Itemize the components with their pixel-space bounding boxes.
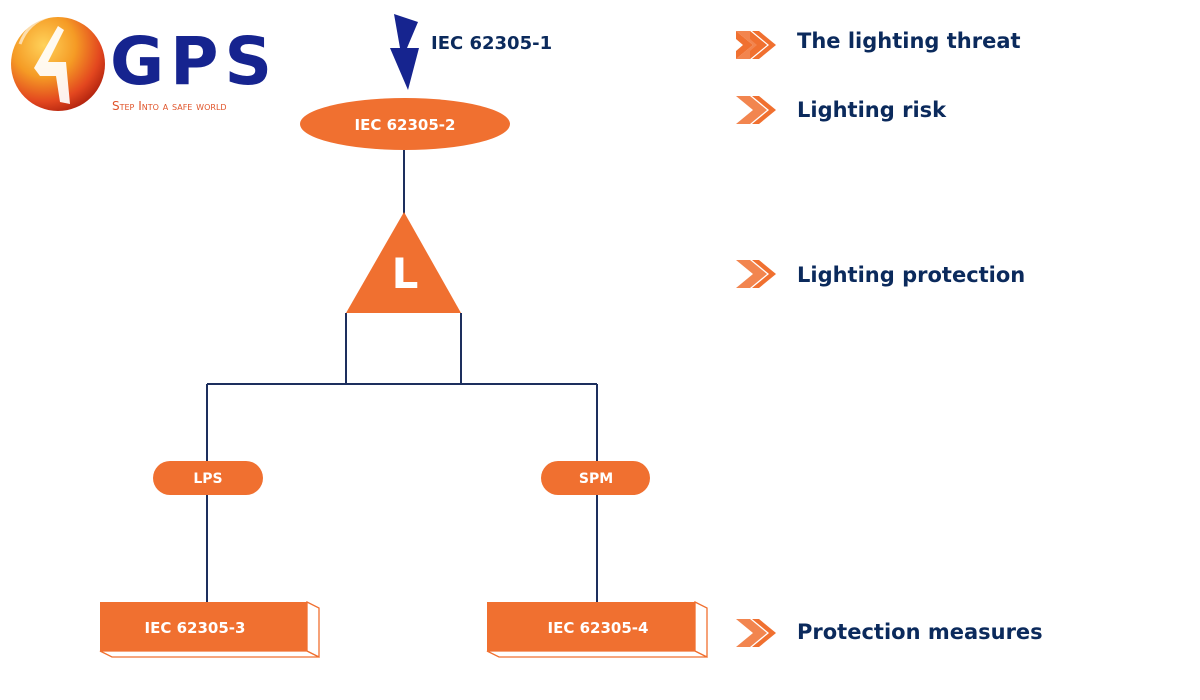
legend-label: The lighting threat — [797, 29, 1021, 53]
lps-node: LPS — [153, 461, 263, 495]
legend-item-protection: Lighting protection — [736, 260, 1025, 288]
lightning-bolt-icon — [390, 14, 419, 90]
legend: The lighting threat Lighting risk Lighti… — [736, 29, 1043, 647]
risk-node: IEC 62305-2 — [300, 98, 510, 150]
legend-label: Lighting protection — [797, 263, 1025, 287]
company-logo: GPS Step Into a safe world — [11, 14, 278, 113]
risk-node-label: IEC 62305-2 — [355, 116, 456, 134]
legend-item-risk: Lighting risk — [736, 96, 947, 124]
iec-62305-3-box: IEC 62305-3 — [99, 600, 320, 659]
iec-62305-4-box: IEC 62305-4 — [486, 600, 708, 659]
connector-lines — [206, 150, 598, 602]
lps-label: LPS — [193, 471, 222, 487]
logo-wordmark: GPS — [110, 23, 278, 100]
double-chevron-right-icon — [736, 96, 776, 124]
protection-triangle: L — [346, 212, 461, 313]
double-chevron-right-icon — [736, 619, 776, 647]
iec-62305-4-label: IEC 62305-4 — [548, 619, 649, 637]
legend-item-measures: Protection measures — [736, 619, 1043, 647]
iec-62305-3-label: IEC 62305-3 — [145, 619, 246, 637]
double-chevron-right-icon — [736, 31, 776, 59]
double-chevron-right-icon — [736, 260, 776, 288]
triangle-letter: L — [392, 249, 419, 298]
spm-node: SPM — [541, 461, 650, 495]
logo-tagline: Step Into a safe world — [112, 99, 227, 113]
legend-item-threat: The lighting threat — [736, 29, 1021, 59]
legend-label: Lighting risk — [797, 98, 947, 122]
legend-label: Protection measures — [797, 620, 1043, 644]
spm-label: SPM — [579, 471, 613, 487]
top-standard-label: IEC 62305-1 — [431, 33, 552, 54]
logo-orb-icon — [11, 14, 105, 111]
